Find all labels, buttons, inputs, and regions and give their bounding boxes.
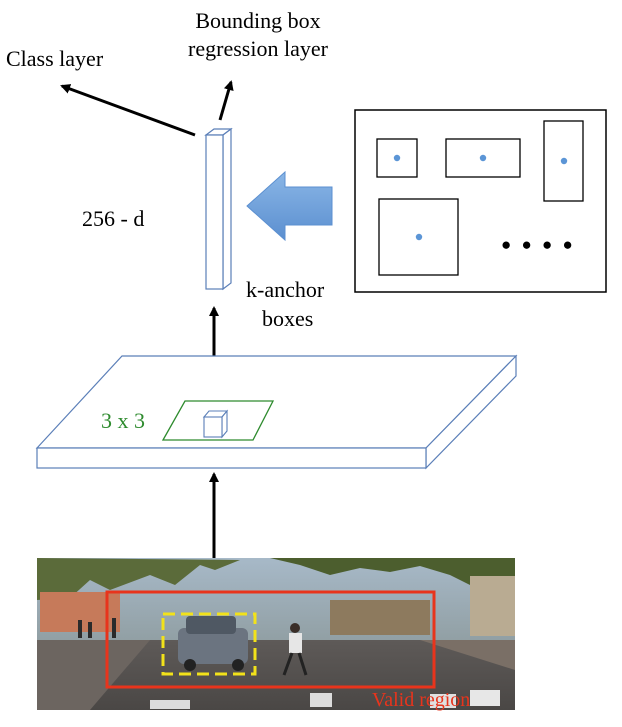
k-anchor-label-line2: boxes — [262, 306, 313, 331]
anchor-center-dot — [560, 157, 568, 165]
anchor-box-wide — [445, 138, 521, 178]
feature-vector-256d — [204, 127, 233, 291]
anchor-boxes-panel: ● ● ● ● — [354, 109, 607, 293]
anchor-center-dot — [479, 154, 487, 162]
anchor-box-small — [376, 138, 418, 178]
anchor-center-dot — [415, 233, 423, 241]
anchor-center-dot — [393, 154, 401, 162]
candidate-window-box — [161, 612, 257, 676]
conv-feature-map — [35, 354, 518, 470]
feature-dim-label: 256 - d — [82, 206, 144, 231]
more-anchors-ellipsis: ● ● ● ● — [501, 235, 576, 254]
anchor-box-tall — [543, 120, 584, 202]
valid-region-box — [105, 590, 436, 689]
window-size-label: 3 x 3 — [101, 408, 145, 433]
window-center-cube — [202, 409, 229, 439]
bbox-regression-label-line1: Bounding box — [195, 8, 320, 33]
anchor-input-arrow — [246, 170, 333, 242]
anchor-box-large — [378, 198, 459, 276]
valid-region-label: Valid region — [372, 689, 470, 711]
k-anchor-label-line1: k-anchor — [246, 277, 325, 302]
input-street-image — [37, 558, 515, 710]
arrow-to-bbox-layer — [218, 80, 234, 121]
sliding-window-3x3 — [161, 400, 275, 441]
arrow-to-class-layer — [60, 84, 196, 137]
class-layer-label: Class layer — [6, 46, 104, 71]
bbox-regression-label-line2: regression layer — [188, 36, 329, 61]
